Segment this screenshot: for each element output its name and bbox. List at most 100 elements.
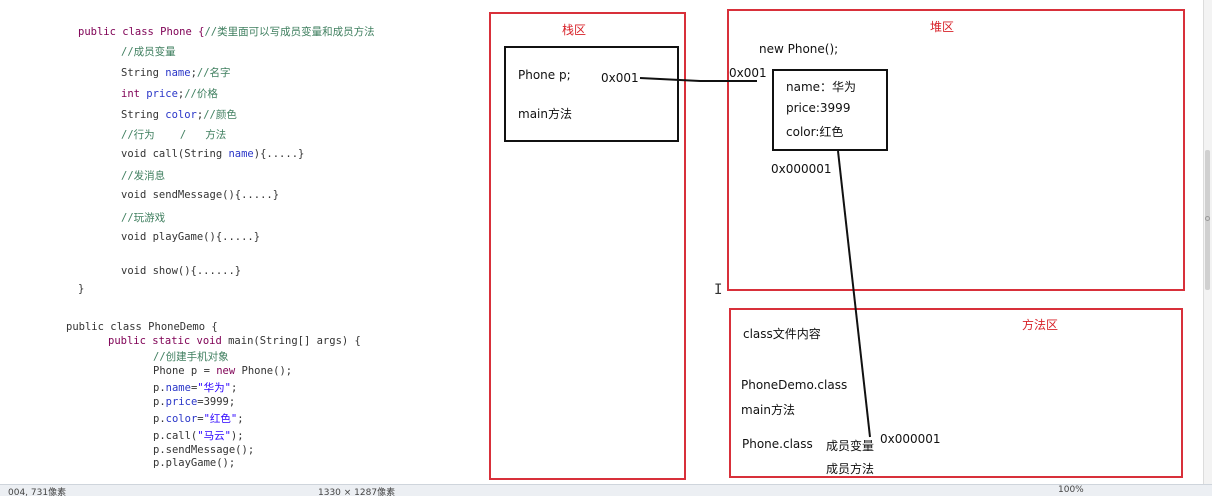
- code-token: name: [165, 67, 191, 79]
- code-line: String color;//颜色: [121, 107, 237, 122]
- code-token: ;: [237, 413, 244, 425]
- reference-arrows: [639, 77, 871, 438]
- code-token: "红色": [203, 413, 238, 425]
- code-line: void sendMessage(){.....}: [121, 189, 279, 201]
- code-token: );: [230, 430, 244, 442]
- code-token: "华为": [197, 382, 231, 394]
- code-token: ;: [190, 67, 197, 79]
- code-token: Phone();: [241, 365, 293, 377]
- status-zoom: 100%: [1058, 485, 1084, 495]
- code-token: //发消息: [121, 170, 166, 182]
- code-line: public class PhoneDemo {: [66, 321, 218, 333]
- code-token: p.sendMessage();: [153, 444, 255, 456]
- code-token: Phone p =: [153, 365, 217, 377]
- code-token: public class Phone {: [78, 26, 205, 38]
- heap-object-box: [772, 69, 888, 151]
- stack-zone-title: 栈区: [562, 23, 587, 37]
- code-token: "马云": [197, 430, 231, 442]
- code-token: =: [197, 413, 204, 425]
- code-line: p.call("马云");: [153, 428, 244, 443]
- code-token: //名字: [196, 67, 231, 79]
- code-token: color: [165, 109, 197, 121]
- code-token: p.playGame();: [153, 457, 236, 469]
- method-area-phone-vars: 成员变量: [826, 439, 875, 453]
- method-area-phone-address: 0x000001: [880, 432, 941, 446]
- code-token: ;: [230, 382, 238, 394]
- status-cursor-position: 004, 731像素: [8, 488, 67, 496]
- code-token: name: [165, 382, 191, 394]
- stack-var-value: 0x001: [601, 71, 639, 85]
- code-line: int price;//价格: [121, 86, 218, 101]
- code-line: p.name="华为";: [153, 380, 237, 395]
- code-token: //玩游戏: [121, 212, 166, 224]
- stack-zone: [489, 12, 686, 480]
- code-token: public static void: [108, 335, 229, 347]
- code-line: void show(){......}: [121, 265, 241, 277]
- stack-frame-label: main方法: [518, 107, 572, 121]
- code-token: =: [190, 382, 198, 394]
- method-area-title: 方法区: [1022, 318, 1059, 332]
- code-line: //发消息: [121, 168, 165, 183]
- code-token: //颜色: [203, 109, 237, 121]
- code-token: ){.....}: [253, 148, 305, 160]
- method-area-phone-class: Phone.class: [742, 437, 813, 451]
- code-line: //玩游戏: [121, 210, 165, 225]
- code-line: void playGame(){.....}: [121, 231, 260, 243]
- code-token: main(String[] args) {: [228, 335, 361, 347]
- code-token: String: [121, 109, 166, 121]
- method-area-demo-class: PhoneDemo.class: [741, 378, 848, 392]
- code-token: int: [121, 88, 147, 100]
- heap-method-ref: 0x000001: [771, 162, 832, 176]
- code-token: void playGame(){.....}: [121, 231, 261, 243]
- code-token: p.: [153, 396, 166, 408]
- code-token: }: [78, 283, 85, 295]
- code-line: void call(String name){.....}: [121, 148, 304, 160]
- heap-to-method-area-link: [837, 150, 871, 438]
- code-token: public class PhoneDemo {: [66, 321, 218, 333]
- heap-new-expr: new Phone();: [759, 42, 839, 56]
- code-token: ;: [196, 109, 204, 121]
- code-line: //成员变量: [121, 44, 176, 59]
- code-line: //创建手机对象: [153, 349, 229, 364]
- code-token: price: [146, 88, 178, 100]
- code-line: p.sendMessage();: [153, 444, 254, 456]
- code-line: p.playGame();: [153, 457, 235, 469]
- heap-address: 0x001: [729, 66, 767, 80]
- heap-field-name: name：华为: [786, 80, 857, 94]
- code-line: //行为 / 方法: [121, 127, 226, 142]
- code-line: p.color="红色";: [153, 411, 244, 426]
- code-token: price: [165, 396, 198, 408]
- code-line: }: [78, 283, 84, 295]
- code-line: public class Phone {//类里面可以写成员变量和成员方法: [78, 24, 375, 39]
- heap-zone-title: 堆区: [930, 20, 955, 34]
- code-token: name: [228, 148, 254, 160]
- code-line: Phone p = new Phone();: [153, 365, 292, 377]
- code-token: //成员变量: [121, 46, 176, 58]
- stack-frame-box: [504, 46, 679, 142]
- diagram-canvas: public class Phone {//类里面可以写成员变量和成员方法 //成…: [66, 9, 1185, 480]
- code-token: void show(){......}: [121, 265, 242, 277]
- code-token: void call(String: [121, 148, 229, 160]
- code-token: p.: [153, 413, 166, 425]
- method-area-phone-methods: 成员方法: [826, 462, 875, 476]
- status-image-size: 1330 × 1287像素: [318, 488, 396, 496]
- code-token: =3999;: [197, 396, 236, 408]
- code-line: p.price=3999;: [153, 396, 235, 408]
- text-cursor-icon: I: [714, 282, 723, 298]
- code-token: //价格: [184, 88, 218, 100]
- code-token: //行为 / 方法: [121, 129, 227, 141]
- code-token: //类里面可以写成员变量和成员方法: [204, 26, 375, 38]
- method-area-zone: [729, 308, 1183, 478]
- stack-var-label: Phone p;: [518, 68, 571, 82]
- code-line: String name;//名字: [121, 65, 231, 80]
- heap-field-price: price:3999: [786, 101, 851, 115]
- heap-field-color: color:红色: [786, 125, 844, 139]
- method-area-header: class文件内容: [743, 327, 821, 341]
- code-token: p.call(: [153, 430, 198, 442]
- stack-to-heap-link: [639, 77, 757, 82]
- method-area-demo-method: main方法: [741, 403, 795, 417]
- scrollbar-position-marker: [1205, 216, 1210, 221]
- code-token: String: [121, 67, 166, 79]
- status-bar: 004, 731像素 1330 × 1287像素 100%: [0, 484, 1212, 496]
- code-token: color: [165, 413, 198, 425]
